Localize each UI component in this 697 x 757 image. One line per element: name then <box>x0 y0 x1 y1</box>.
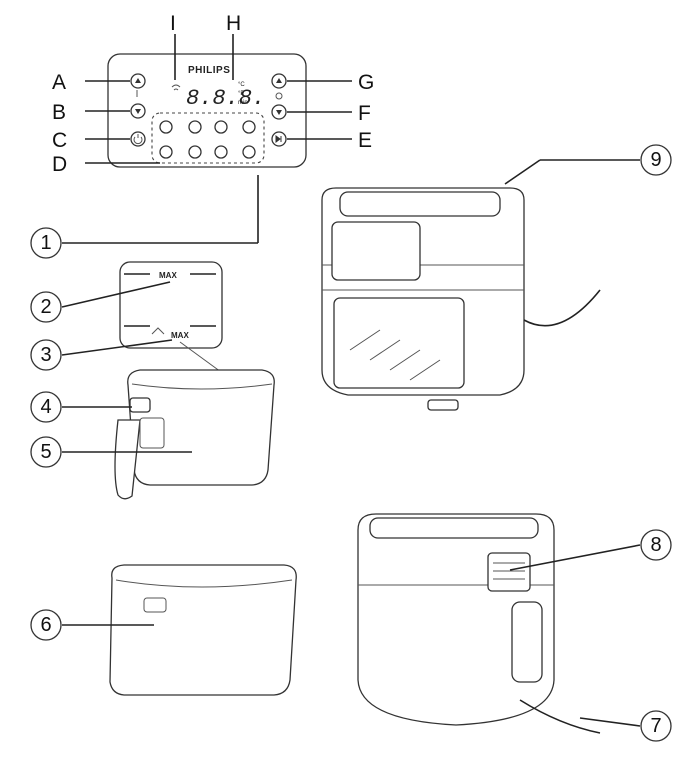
triangle-up-icon <box>276 78 282 83</box>
label-g: G <box>358 71 374 94</box>
callout-2: 2 <box>40 296 51 318</box>
inner-pot-illustration <box>109 564 297 696</box>
preset-area <box>151 112 265 164</box>
basket-opening <box>333 297 465 389</box>
number-leader-lines <box>61 159 641 727</box>
segment-display: 8.8.8. <box>186 86 265 111</box>
preset-cake-button[interactable] <box>159 145 173 159</box>
brand-logo: PHILIPS <box>188 65 230 76</box>
preset-meat-button[interactable] <box>188 120 202 134</box>
preset-keep-warm-button[interactable] <box>242 145 256 159</box>
rear-handle <box>511 601 543 683</box>
label-e: E <box>358 129 372 152</box>
play-pause-icon <box>275 135 282 143</box>
preset-fish-button[interactable] <box>242 120 256 134</box>
power-cord <box>519 699 601 734</box>
triangle-up-icon <box>135 78 141 83</box>
max-marks-detail: MAX MAX <box>119 261 233 381</box>
panel-leader-lines <box>85 34 352 164</box>
number-callouts: 1 2 3 4 5 6 7 8 9 <box>30 144 672 742</box>
unit-fahrenheit: °F <box>238 91 244 97</box>
power-button[interactable] <box>130 131 146 147</box>
front-window <box>331 221 421 281</box>
callout-4: 4 <box>40 396 51 418</box>
fries-icon <box>151 327 165 335</box>
callout-7: 7 <box>650 715 661 737</box>
label-a: A <box>52 71 66 94</box>
max-mark: MAX <box>159 271 177 280</box>
callout-3: 3 <box>40 344 51 366</box>
callout-5: 5 <box>40 441 51 463</box>
air-outlet <box>487 552 531 592</box>
label-b: B <box>52 101 66 124</box>
preset-vegetable-button[interactable] <box>188 145 202 159</box>
max-fries-mark: MAX <box>171 331 189 340</box>
preset-fries-button[interactable] <box>159 120 173 134</box>
power-icon <box>133 134 143 145</box>
unit-celsius: °C <box>238 82 245 88</box>
triangle-down-icon <box>276 110 282 115</box>
preset-drumstick-button[interactable] <box>214 120 228 134</box>
label-d: D <box>52 153 67 176</box>
power-cord <box>523 289 601 327</box>
basket-handle <box>114 419 141 500</box>
triangle-down-icon <box>135 109 141 114</box>
control-panel: PHILIPS 8.8.8. °C °F min <box>107 53 307 168</box>
callout-6: 6 <box>40 614 51 636</box>
label-f: F <box>358 102 371 125</box>
label-i: I <box>170 12 176 35</box>
top-panel <box>339 191 501 217</box>
airfryer-back <box>357 513 601 734</box>
clock-icon <box>275 92 283 100</box>
label-h: H <box>226 12 241 35</box>
unit-minutes: min <box>238 100 248 106</box>
preset-shrimp-button[interactable] <box>214 145 228 159</box>
callout-1: 1 <box>40 232 51 254</box>
basket-illustration <box>114 369 275 500</box>
preset-buttons <box>159 120 256 159</box>
label-c: C <box>52 129 67 152</box>
callout-8: 8 <box>650 534 661 556</box>
wifi-icon <box>171 84 181 91</box>
airfryer-front <box>321 187 601 411</box>
callout-9: 9 <box>650 149 661 171</box>
basket-release-button[interactable] <box>129 397 151 413</box>
